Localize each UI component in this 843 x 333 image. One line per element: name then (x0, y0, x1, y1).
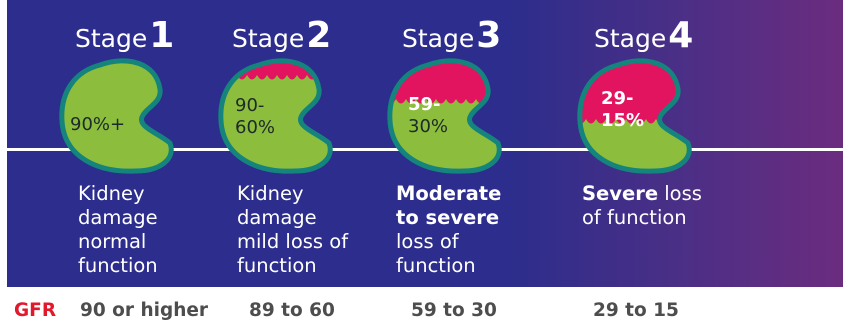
kidney-outline (59, 58, 174, 174)
kidney-icon (59, 58, 174, 174)
gfr-value-stage-2: 89 to 60 (249, 300, 335, 321)
stage-word: Stage (75, 24, 148, 53)
kidney-percent: 59- 30% (408, 94, 448, 138)
description-text: loss of function (582, 182, 702, 229)
stage-3: Stage3 59- 30% Moderate to severe loss o… (386, 0, 566, 287)
stage-1-title: Stage1 (75, 18, 174, 54)
stage-word: Stage (594, 24, 667, 53)
gfr-value-stage-4: 29 to 15 (593, 300, 679, 321)
stage-description: Moderate to severe loss of function (396, 182, 521, 278)
stage-4: Stage4 29- 15% Severe loss of function (576, 0, 756, 287)
percent-line-2: 15% (601, 110, 645, 131)
gfr-label: GFR (14, 300, 57, 321)
stage-description: Kidney damage mild loss of function (237, 182, 357, 278)
percent-line-1: 29- (601, 88, 634, 109)
kidney-percent: 90- 60% (235, 95, 275, 139)
description-text: Kidney damage normal function (78, 182, 158, 277)
stage-3-title: Stage3 (402, 18, 501, 54)
kidney-icon (577, 58, 692, 174)
percent-line-2: 60% (235, 117, 276, 138)
kidney-percent: 90%+ (70, 114, 125, 136)
kidney-percent: 29- 15% (601, 88, 644, 132)
stage-2-title: Stage2 (232, 18, 331, 54)
percent-line-1: 90- (235, 95, 265, 116)
stage-description: Kidney damage normal function (78, 182, 178, 278)
description-text: Kidney damage mild loss of function (237, 182, 349, 277)
kidney-body (61, 60, 172, 172)
kidney-outline (218, 58, 333, 174)
gfr-value-stage-1: 90 or higher (80, 300, 209, 321)
kidney-icon (218, 58, 333, 174)
description-bold: Moderate to severe (396, 182, 502, 229)
kidney-outline (577, 58, 692, 174)
stage-number: 2 (306, 15, 332, 56)
stage-1: Stage1 90%+ Kidney damage normal functio… (58, 0, 238, 287)
percent-line-1: 59- (408, 94, 441, 115)
stage-number: 4 (668, 15, 694, 56)
kidney-icon (387, 58, 502, 174)
stage-word: Stage (402, 24, 475, 53)
stage-description: Severe loss of function (582, 182, 712, 230)
description-bold: Severe (582, 182, 659, 205)
stage-2: Stage2 90- 60% Kidney damage mild loss o… (217, 0, 397, 287)
stage-number: 3 (476, 15, 502, 56)
stage-4-title: Stage4 (594, 18, 693, 54)
stage-number: 1 (149, 15, 175, 56)
percent-line-1: 90%+ (70, 114, 126, 135)
kidney-body (220, 60, 331, 172)
stage-word: Stage (232, 24, 305, 53)
description-text: loss of function (396, 230, 476, 277)
kidney-outline (387, 58, 502, 174)
percent-line-2: 30% (408, 116, 449, 137)
gfr-value-stage-3: 59 to 30 (411, 300, 497, 321)
